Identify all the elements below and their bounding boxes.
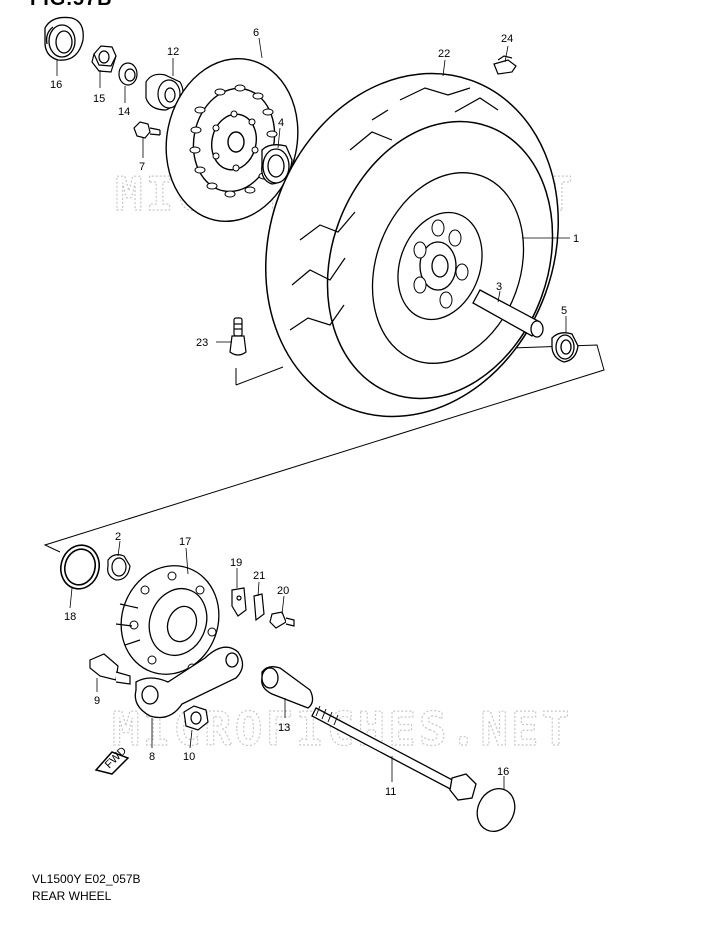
- part-1-wheel[interactable]: [347, 151, 549, 384]
- part-6-brake-disc[interactable]: [151, 46, 312, 233]
- callout-22[interactable]: 22: [438, 48, 450, 60]
- callout-5[interactable]: 5: [561, 305, 567, 317]
- part-8-torque-arm[interactable]: [135, 647, 242, 717]
- callout-16-top[interactable]: 16: [50, 79, 62, 91]
- part-17-drive-hub[interactable]: [106, 552, 234, 688]
- callout-6[interactable]: 6: [253, 27, 259, 39]
- part-5-bearing[interactable]: [552, 333, 578, 362]
- callout-16-bottom[interactable]: 16: [497, 766, 509, 778]
- callout-21[interactable]: 21: [253, 570, 265, 582]
- callout-11[interactable]: 11: [385, 786, 396, 798]
- callout-12[interactable]: 12: [167, 46, 179, 58]
- callout-24[interactable]: 24: [501, 33, 513, 45]
- callout-17[interactable]: 17: [179, 536, 191, 548]
- callout-15[interactable]: 15: [93, 93, 105, 105]
- part-12-spacer[interactable]: [146, 74, 183, 110]
- callout-9[interactable]: 9: [94, 695, 100, 707]
- part-9-bolt[interactable]: [90, 654, 130, 684]
- part-14-washer[interactable]: [119, 63, 137, 85]
- callout-19[interactable]: 19: [230, 557, 242, 569]
- callout-numbers: 1 2 3 4 5 6 7 8 9 10 11 12 13 14 15 16 1…: [50, 27, 579, 798]
- part-7-bolt[interactable]: [134, 122, 160, 138]
- diagram-caption: REAR WHEEL: [32, 889, 112, 903]
- callout-23[interactable]: 23: [196, 337, 208, 349]
- part-20-bolt[interactable]: [270, 612, 294, 628]
- callout-4[interactable]: 4: [278, 117, 284, 129]
- figure-title: FIG.57B: [30, 0, 113, 11]
- part-10-nut[interactable]: [184, 706, 208, 730]
- part-13-spacer[interactable]: [262, 667, 313, 708]
- part-3-collar[interactable]: [473, 290, 543, 337]
- callout-7[interactable]: 7: [139, 161, 145, 173]
- part-2-bushing[interactable]: [108, 555, 130, 580]
- diagram-code: VL1500Y E02_057B: [32, 872, 141, 886]
- callout-18[interactable]: 18: [64, 611, 76, 623]
- part-15-nut[interactable]: [92, 46, 116, 72]
- callout-1[interactable]: 1: [573, 233, 579, 245]
- part-19-plate[interactable]: [232, 588, 246, 616]
- callout-13[interactable]: 13: [278, 722, 290, 734]
- callout-10[interactable]: 10: [183, 751, 195, 763]
- part-16-dust-seal-top[interactable]: [45, 17, 83, 60]
- part-24-clip[interactable]: [494, 56, 516, 74]
- callout-2[interactable]: 2: [115, 531, 121, 543]
- part-11-axle[interactable]: [312, 706, 476, 800]
- callout-3[interactable]: 3: [496, 281, 502, 293]
- callout-8[interactable]: 8: [149, 751, 155, 763]
- part-23-valve[interactable]: [230, 318, 246, 355]
- leader-lines: [56, 37, 570, 790]
- part-18-o-ring[interactable]: [56, 541, 104, 593]
- callout-20[interactable]: 20: [277, 585, 289, 597]
- part-21-plate[interactable]: [254, 594, 264, 620]
- part-16-cap-bottom[interactable]: [470, 782, 521, 837]
- callout-14[interactable]: 14: [118, 106, 130, 118]
- part-4-bearing[interactable]: [262, 145, 292, 184]
